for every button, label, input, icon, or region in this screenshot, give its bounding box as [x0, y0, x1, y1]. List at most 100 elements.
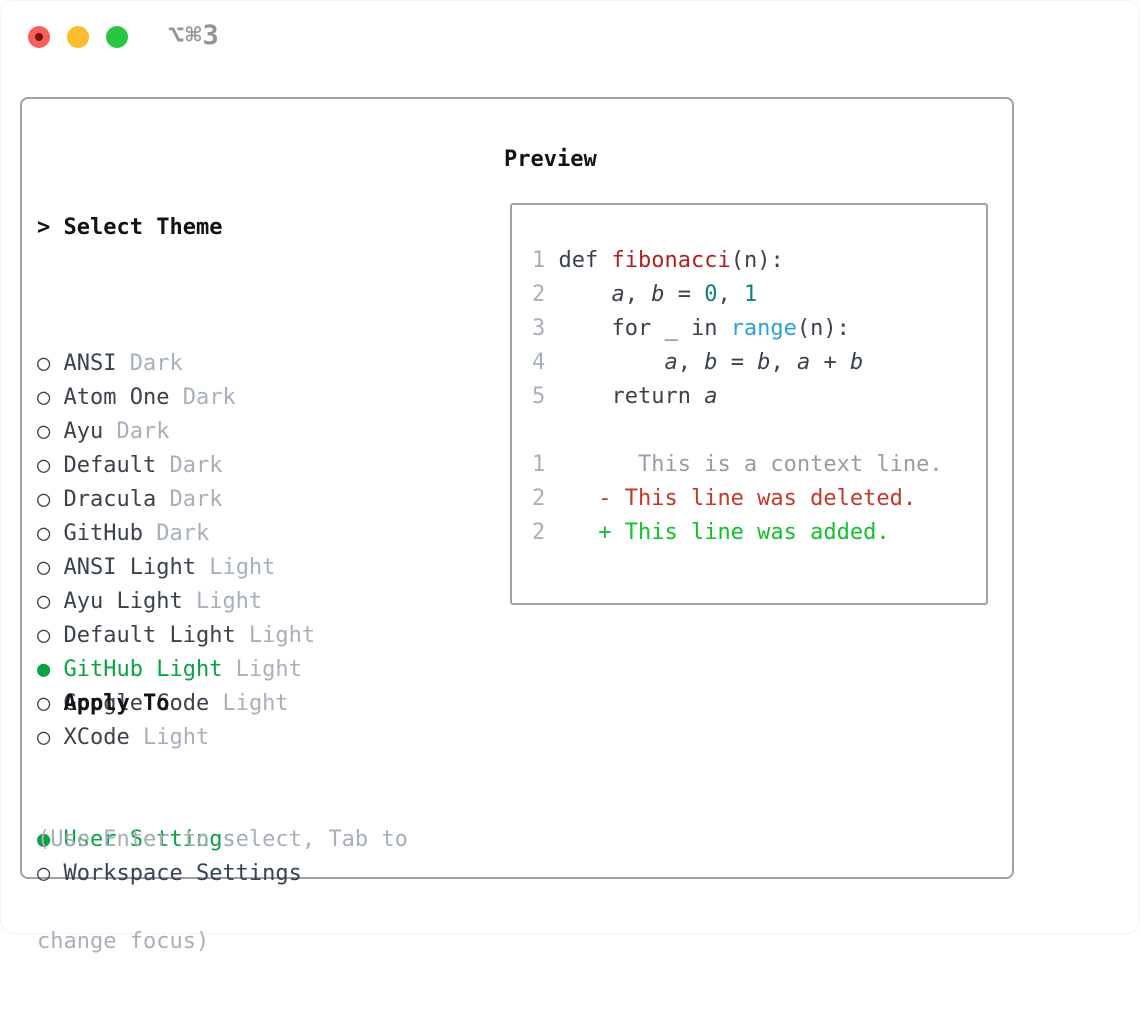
- token-num: 1: [743, 282, 758, 307]
- preview-line: [532, 414, 943, 448]
- theme-option-label: ANSI Light: [50, 555, 196, 580]
- token-var: b: [704, 350, 718, 375]
- theme-option-label: ANSI: [50, 351, 117, 376]
- preview-line: 1 def fibonacci(n):: [532, 244, 943, 278]
- radio-unselected-icon[interactable]: ○: [37, 521, 51, 546]
- preview-line: 4 a, b = b, a + b: [532, 346, 943, 380]
- hint-line-1: (Use Enter to select, Tab to: [37, 827, 408, 852]
- variant-tag: Dark: [169, 385, 236, 410]
- theme-picker-panel: > Select Theme ○ ANSI Dark○ Atom One Dar…: [20, 97, 1014, 954]
- radio-unselected-icon[interactable]: ○: [37, 385, 51, 410]
- theme-option-label: GitHub: [50, 521, 143, 546]
- radio-unselected-icon[interactable]: ○: [37, 419, 51, 444]
- theme-option-label: Ayu Light: [50, 589, 183, 614]
- line-number: [532, 418, 545, 443]
- select-theme-label: Select Theme: [63, 215, 223, 240]
- variant-tag: Light: [129, 725, 210, 750]
- zoom-button[interactable]: [106, 26, 128, 48]
- token-var: b: [757, 350, 771, 375]
- line-number: 1: [532, 452, 559, 477]
- token-pln: ,: [624, 282, 652, 307]
- theme-option-label: Google Code: [50, 691, 210, 716]
- close-button[interactable]: [28, 26, 50, 48]
- variant-tag: Light: [222, 657, 302, 682]
- token-pln: =: [717, 350, 758, 375]
- theme-option-default[interactable]: ○ Default Dark: [37, 449, 315, 483]
- token-pln: +: [810, 350, 850, 375]
- theme-option-label: Atom One: [50, 385, 170, 410]
- radio-unselected-icon[interactable]: ○: [37, 725, 51, 750]
- variant-tag: Light: [195, 555, 276, 580]
- preview-line: 5 return a: [532, 380, 943, 414]
- token-var: b: [849, 350, 864, 375]
- theme-option-github-light[interactable]: ● GitHub Light Light: [37, 653, 315, 687]
- hint-line-2: change focus): [37, 929, 210, 954]
- theme-option-default-light[interactable]: ○ Default Light Light: [37, 619, 315, 653]
- token-var: a: [611, 282, 625, 307]
- token-pln: (n):: [796, 316, 850, 341]
- radio-unselected-icon[interactable]: ○: [37, 691, 51, 716]
- radio-unselected-icon[interactable]: ○: [37, 453, 51, 478]
- line-number: 3: [532, 316, 559, 341]
- token-kw: def: [558, 248, 612, 273]
- apply-option-label: Workspace Settings: [50, 861, 302, 886]
- radio-unselected-icon[interactable]: ○: [37, 351, 51, 376]
- token-pln: return: [558, 384, 705, 409]
- radio-unselected-icon[interactable]: ○: [37, 623, 51, 648]
- preview-line: 1 This is a context line.: [532, 448, 943, 482]
- variant-tag: Light: [209, 691, 289, 716]
- radio-unselected-icon[interactable]: ○: [37, 487, 51, 512]
- theme-option-xcode[interactable]: ○ XCode Light: [37, 721, 315, 755]
- token-var: a: [796, 350, 811, 375]
- radio-selected-icon[interactable]: ●: [37, 657, 51, 682]
- traffic-lights: [28, 26, 128, 48]
- theme-option-label: XCode: [50, 725, 130, 750]
- token-pln: ,: [677, 350, 705, 375]
- token-ctx: This is a context line.: [558, 452, 943, 477]
- variant-tag: Light: [182, 589, 263, 614]
- theme-list-title: > Select Theme: [37, 211, 315, 245]
- theme-option-ayu[interactable]: ○ Ayu Dark: [37, 415, 315, 449]
- apply-option-user-settings[interactable]: ● User Settings: [37, 823, 302, 857]
- theme-option-label: Dracula: [50, 487, 157, 512]
- variant-tag: Dark: [156, 487, 223, 512]
- preview-line: 2 a, b = 0, 1: [532, 278, 943, 312]
- line-number: 1: [532, 248, 559, 273]
- token-var: a: [704, 384, 718, 409]
- radio-selected-icon[interactable]: ●: [37, 827, 51, 852]
- preview-line: 3 for _ in range(n):: [532, 312, 943, 346]
- radio-unselected-icon[interactable]: ○: [37, 555, 51, 580]
- radio-unselected-icon[interactable]: ○: [37, 861, 51, 886]
- token-pln: (n):: [730, 248, 784, 273]
- variant-tag: Dark: [103, 419, 170, 444]
- token-pln: =: [664, 282, 705, 307]
- radio-unselected-icon[interactable]: ○: [37, 589, 51, 614]
- token-var: b: [651, 282, 665, 307]
- preview-line: 2 + This line was added.: [532, 516, 943, 550]
- theme-option-ansi-light[interactable]: ○ ANSI Light Light: [37, 551, 315, 585]
- theme-option-atom-one[interactable]: ○ Atom One Dark: [37, 381, 315, 415]
- apply-option-workspace-settings[interactable]: ○ Workspace Settings: [37, 857, 302, 891]
- theme-option-ayu-light[interactable]: ○ Ayu Light Light: [37, 585, 315, 619]
- hint-text: (Use Enter to select, Tab to change focu…: [37, 755, 408, 1027]
- theme-option-label: GitHub Light: [50, 657, 223, 682]
- theme-option-github[interactable]: ○ GitHub Dark: [37, 517, 315, 551]
- theme-option-dracula[interactable]: ○ Dracula Dark: [37, 483, 315, 517]
- token-pln: [559, 350, 665, 375]
- variant-tag: Dark: [116, 351, 183, 376]
- line-number: 5: [532, 384, 559, 409]
- window-title: ⌥⌘3: [168, 20, 220, 51]
- theme-option-google-code[interactable]: ○ Google Code Light: [37, 687, 315, 721]
- token-pln: for _ in: [558, 316, 731, 341]
- minimize-button[interactable]: [67, 26, 89, 48]
- theme-option-label: Default Light: [50, 623, 236, 648]
- title-bar: ⌥⌘3: [0, 0, 1140, 70]
- theme-option-ansi[interactable]: ○ ANSI Dark: [37, 347, 315, 381]
- line-number: 2: [532, 520, 559, 545]
- apply-to-heading: Apply To: [37, 687, 302, 721]
- theme-list: > Select Theme ○ ANSI Dark○ Atom One Dar…: [37, 143, 315, 755]
- token-var: a: [664, 350, 678, 375]
- prompt-caret-icon: >: [37, 215, 51, 240]
